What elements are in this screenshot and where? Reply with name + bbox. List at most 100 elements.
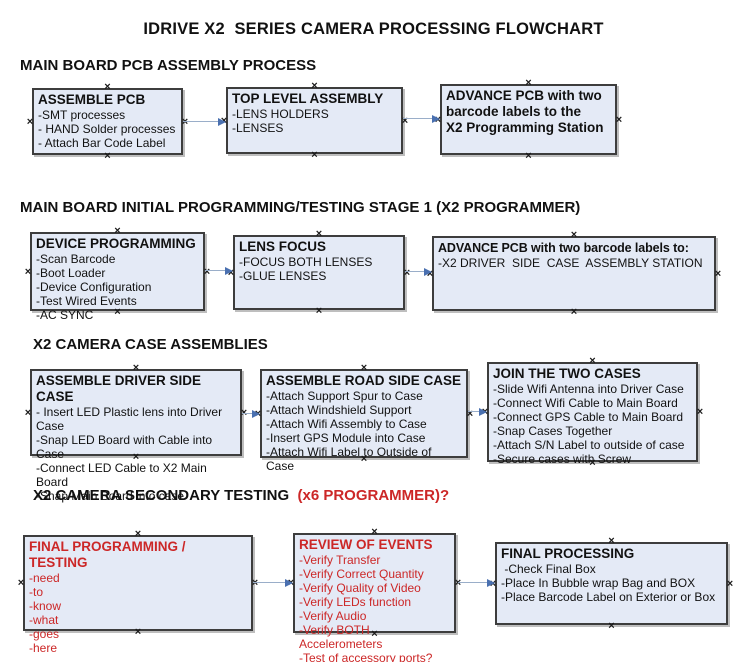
arrow-line <box>205 270 228 271</box>
connection-handle-icon: × <box>570 306 578 318</box>
connection-handle-icon: × <box>525 150 532 162</box>
flow-box-assemble-driver-side-case[interactable]: ×××× ASSEMBLE DRIVER SIDE CASE - Insert … <box>25 363 247 504</box>
connection-handle-icon: × <box>315 305 323 317</box>
flow-box-advance-pcb-driver-side[interactable]: ×××× ADVANCE PCB with two barcode labels… <box>427 230 721 318</box>
box-item: -X2 DRIVER SIDE CASE ASSEMBLY STATION <box>438 256 703 270</box>
connection-handle-icon: × <box>24 406 32 419</box>
flow-box-final-programming-testing[interactable]: × × × × FINAL PROGRAMMING / TESTING -need-t… <box>18 529 258 656</box>
box-items: -Check Final Box-Place In Bubble wrap Ba… <box>501 562 722 604</box>
connection-handle-icon: × <box>371 628 378 640</box>
connection-handle-icon: × <box>17 577 25 589</box>
arrow-line <box>253 582 288 583</box>
connection-handle-icon: × <box>401 114 409 127</box>
box-item: -LENSES <box>232 121 284 135</box>
flow-box-join-the-two-cases[interactable]: ×××× JOIN THE TWO CASES -Slide Wifi Ante… <box>482 356 703 469</box>
box-title: ASSEMBLE PCB <box>38 92 146 107</box>
connection-handle-icon: × <box>203 265 211 278</box>
box-title: JOIN THE TWO CASES <box>493 366 641 381</box>
connection-handle-icon: × <box>134 528 142 540</box>
arrow-head-icon <box>218 117 226 126</box>
box-items: -Verify Transfer-Verify Correct Quantity… <box>299 553 450 662</box>
box-item: -what <box>29 613 59 627</box>
box-item: -Verify LEDs function <box>299 595 412 609</box>
box-items: -Attach Support Spur to Case-Attach Wind… <box>266 389 462 473</box>
box-item: -Device Configuration <box>36 280 152 294</box>
box-item: -know <box>29 599 62 613</box>
connection-handle-icon: × <box>608 535 615 547</box>
section-heading-text: X2 CAMERA CASE ASSEMBLIES <box>33 336 268 353</box>
box-title: DEVICE PROGRAMMING <box>36 236 196 251</box>
box-item: -goes <box>29 627 60 641</box>
flow-box-assemble-pcb[interactable]: ×××× ASSEMBLE PCB -SMT processes- HAND S… <box>27 82 188 162</box>
box-items: -LENS HOLDERS-LENSES <box>232 107 397 135</box>
box-item: - Insert LED Plastic lens into Driver Ca… <box>36 405 226 433</box>
connection-handle-icon: × <box>589 355 596 367</box>
box-item: -Place Barcode Label on Exterior or Box <box>501 590 716 604</box>
box-item: -Snap LED Board with Cable into Case <box>36 433 216 461</box>
box-item: -Snap Cases Together <box>493 424 613 438</box>
box-item: -Test of accessory ports? <box>299 651 433 662</box>
connection-handle-icon: × <box>696 406 704 418</box>
box-item: -Verify Quality of Video <box>299 581 421 595</box>
arrow-head-icon <box>424 267 432 276</box>
connection-handle-icon: × <box>311 80 318 92</box>
box-item: -Attach S/N Label to outside of case <box>493 438 685 452</box>
flow-box-review-of-events[interactable]: ×××× REVIEW OF EVENTS -Verify Transfer-V… <box>288 527 461 662</box>
box-item: -need <box>29 571 60 585</box>
box-items: -Scan Barcode-Boot Loader-Device Configu… <box>36 252 199 322</box>
box-title: ADVANCE PCB with two barcode labels to t… <box>446 88 604 135</box>
arrow-line <box>468 411 482 412</box>
section-heading-case-assemblies: X2 CAMERA CASE ASSEMBLIES <box>33 336 268 353</box>
box-items: -need-to-know-what-goes-here <box>29 571 247 655</box>
section-heading-text: MAIN BOARD PCB ASSEMBLY PROCESS <box>20 57 317 74</box>
arrow-head-icon <box>487 578 495 587</box>
connection-handle-icon: × <box>589 457 596 469</box>
flow-box-advance-pcb-programming-station[interactable]: ×××× ADVANCE PCB with two barcode labels… <box>435 78 622 162</box>
arrow-head-icon <box>252 409 260 418</box>
box-item: -Check Final Box <box>501 562 596 576</box>
section-heading-suffix: (x6 PROGRAMMER)? <box>297 487 450 504</box>
section-heading-text: MAIN BOARD INITIAL PROGRAMMING/TESTING S… <box>20 199 581 216</box>
page-title: IDRIVE X2 SERIES CAMERA PROCESSING FLOWC… <box>143 20 604 38</box>
box-item: -Boot Loader <box>36 266 106 280</box>
connection-handle-icon: × <box>525 77 532 89</box>
box-items: -FOCUS BOTH LENSES-GLUE LENSES <box>239 255 399 283</box>
arrow-head-icon <box>432 114 440 123</box>
connection-handle-icon: × <box>570 229 578 241</box>
box-title: ASSEMBLE DRIVER SIDE CASE <box>36 373 202 404</box>
arrow-line <box>403 118 435 119</box>
connection-handle-icon: × <box>251 577 259 589</box>
connection-handle-icon: × <box>26 115 34 128</box>
box-item: -SMT processes <box>38 108 126 122</box>
connection-handle-icon: × <box>134 626 142 638</box>
connection-handle-icon: × <box>726 577 734 590</box>
box-item: -Attach Wifi Assembly to Case <box>266 417 427 431</box>
box-item: -FOCUS BOTH LENSES <box>239 255 373 269</box>
box-items: -Slide Wifi Antenna into Driver Case-Con… <box>493 382 692 466</box>
flow-box-final-processing[interactable]: ×××× FINAL PROCESSING -Check Final Box-P… <box>490 536 733 632</box>
flow-box-lens-focus[interactable]: ×××× LENS FOCUS -FOCUS BOTH LENSES-GLUE … <box>228 229 410 317</box>
box-title: ADVANCE PCB with two barcode labels to: <box>438 241 689 255</box>
connection-handle-icon: × <box>371 526 378 538</box>
box-title: LENS FOCUS <box>239 239 327 254</box>
box-item: -Verify Audio <box>299 609 367 623</box>
arrow-head-icon <box>225 266 233 275</box>
connection-handle-icon: × <box>104 150 111 162</box>
box-items: -X2 DRIVER SIDE CASE ASSEMBLY STATION <box>438 256 710 270</box>
box-item: -Attach Wifi Label to Outside of Case <box>266 445 435 473</box>
connection-handle-icon: × <box>24 265 32 278</box>
connection-handle-icon: × <box>454 577 462 589</box>
box-item: -Place In Bubble wrap Bag and BOX <box>501 576 696 590</box>
connection-handle-icon: × <box>132 362 140 374</box>
flow-box-assemble-road-side-case[interactable]: ×××× ASSEMBLE ROAD SIDE CASE -Attach Sup… <box>255 363 473 474</box>
connection-handle-icon: × <box>608 620 615 632</box>
flow-box-top-level-assembly[interactable]: ×××× TOP LEVEL ASSEMBLY -LENS HOLDERS-LE… <box>221 81 408 161</box>
box-item: -Test Wired Events <box>36 294 137 308</box>
box-item: -Insert GPS Module into Case <box>266 431 426 445</box>
box-item: -Connect Wifi Cable to Main Board <box>493 396 678 410</box>
box-item: -to <box>29 585 44 599</box>
flow-box-device-programming[interactable]: ×××× DEVICE PROGRAMMING -Scan Barcode-Bo… <box>25 226 210 323</box>
box-title: FINAL PROGRAMMING / TESTING <box>29 539 186 570</box>
connection-handle-icon: × <box>114 306 121 318</box>
